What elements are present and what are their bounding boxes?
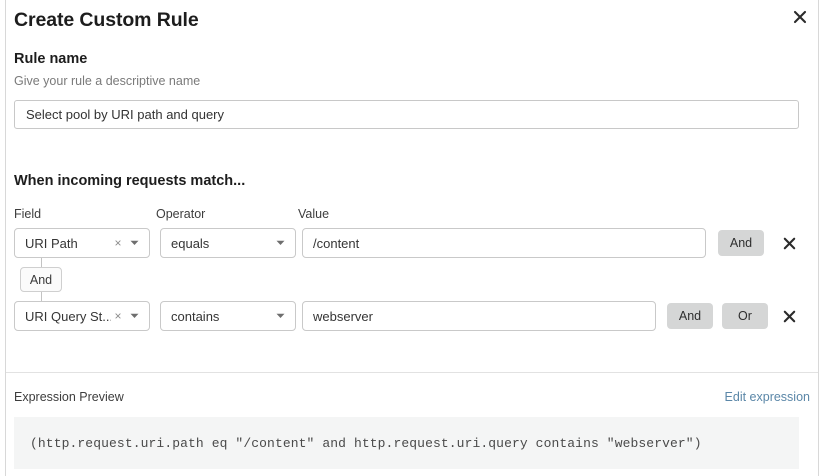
delete-condition-row2-icon[interactable] xyxy=(778,305,800,327)
close-small-icon[interactable]: × xyxy=(114,309,122,323)
connector-line-bottom xyxy=(41,292,42,301)
or-button-row2[interactable]: Or xyxy=(722,303,768,329)
delete-condition-row1-icon[interactable] xyxy=(778,232,800,254)
create-custom-rule-dialog: Create Custom Rule Rule name Give your r… xyxy=(5,0,819,476)
column-header-operator: Operator xyxy=(156,207,206,221)
operator-select-row2[interactable]: contains xyxy=(160,301,296,331)
value-input-row1[interactable] xyxy=(302,228,706,258)
close-icon[interactable] xyxy=(789,6,811,28)
value-input-row2[interactable] xyxy=(302,301,656,331)
chevron-down-icon[interactable] xyxy=(125,313,143,319)
expression-preview-box: (http.request.uri.path eq "/content" and… xyxy=(14,417,799,469)
connector-and-chip[interactable]: And xyxy=(20,267,62,292)
field-select-row1[interactable]: URI Path × xyxy=(14,228,150,258)
dialog-title: Create Custom Rule xyxy=(14,9,199,31)
operator-select-row1-value: equals xyxy=(171,235,210,251)
rule-name-label: Rule name xyxy=(14,51,88,67)
field-select-row2[interactable]: URI Query St... × xyxy=(14,301,150,331)
close-small-icon[interactable]: × xyxy=(114,236,122,250)
expression-preview-label: Expression Preview xyxy=(14,390,124,404)
chevron-down-icon[interactable] xyxy=(125,240,143,246)
section-divider xyxy=(6,372,818,373)
chevron-down-icon[interactable] xyxy=(271,240,289,246)
chevron-down-icon[interactable] xyxy=(271,313,289,319)
and-button-row1[interactable]: And xyxy=(718,230,764,256)
expression-preview-code: (http.request.uri.path eq "/content" and… xyxy=(30,435,702,451)
operator-select-row2-value: contains xyxy=(171,308,220,324)
rule-name-input[interactable] xyxy=(14,100,799,129)
operator-select-row1[interactable]: equals xyxy=(160,228,296,258)
conditions-heading: When incoming requests match... xyxy=(14,173,246,189)
column-header-field: Field xyxy=(14,207,42,221)
and-button-row2[interactable]: And xyxy=(667,303,713,329)
field-select-row2-value: URI Query St... xyxy=(25,308,111,324)
column-header-value: Value xyxy=(298,207,330,221)
connector-line-top xyxy=(41,258,42,267)
rule-name-hint: Give your rule a descriptive name xyxy=(14,74,201,88)
field-select-row1-value: URI Path xyxy=(25,235,78,251)
edit-expression-link[interactable]: Edit expression xyxy=(724,390,810,404)
